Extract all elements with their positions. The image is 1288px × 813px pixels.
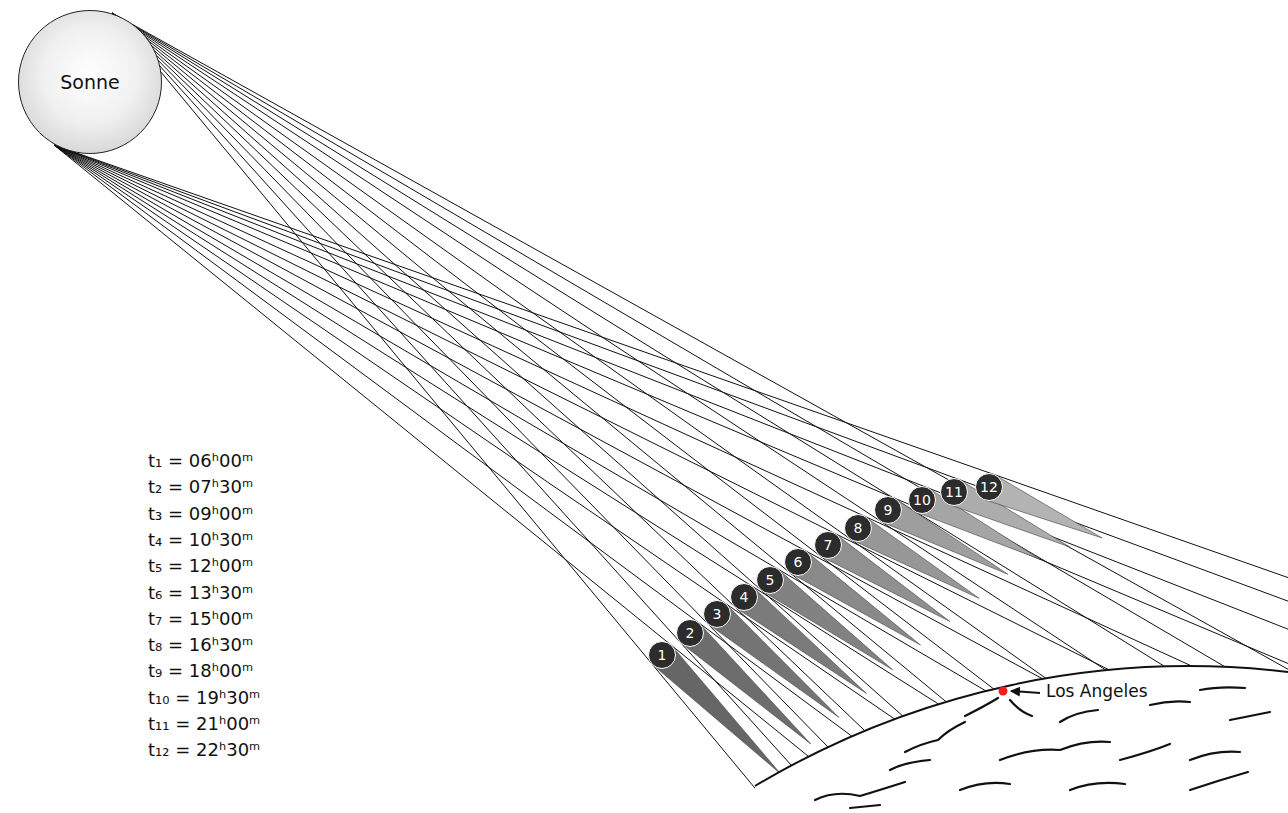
- moon-position: 2: [676, 619, 704, 647]
- callout-number: 12: [980, 480, 998, 494]
- sun-label: Sonne: [60, 71, 119, 93]
- light-ray: [112, 13, 1288, 681]
- moon-position: 5: [756, 566, 784, 594]
- time-label: t₇ = 15ʰ00ᵐ: [148, 608, 253, 629]
- callout-number: 9: [884, 503, 893, 517]
- time-label: t₁₁ = 21ʰ00ᵐ: [148, 713, 260, 734]
- moon-position: 7: [814, 531, 842, 559]
- moon-position: 4: [730, 583, 758, 611]
- sun-circle: Sonne: [18, 10, 162, 154]
- time-label: t₃ = 09ʰ00ᵐ: [148, 503, 253, 524]
- light-ray: [112, 13, 843, 762]
- time-label: t₄ = 10ʰ30ᵐ: [148, 529, 253, 550]
- callout-number: 2: [686, 626, 695, 640]
- light-ray: [54, 145, 1288, 669]
- light-ray: [54, 145, 912, 731]
- moon-position: 3: [703, 600, 731, 628]
- time-label: t₆ = 13ʰ30ᵐ: [148, 582, 253, 603]
- moon-position: 6: [784, 548, 812, 576]
- moon-position: 9: [874, 496, 902, 524]
- time-label: t₁ = 06ʰ00ᵐ: [148, 450, 253, 471]
- earth-surface: [755, 666, 1288, 813]
- moon-position: 11: [940, 478, 968, 506]
- time-label: t₅ = 12ʰ00ᵐ: [148, 555, 253, 576]
- time-label: t₁₀ = 19ʰ30ᵐ: [148, 687, 260, 708]
- light-ray: [112, 13, 880, 745]
- light-ray: [54, 145, 1288, 606]
- light-ray: [54, 145, 956, 715]
- callout-number: 6: [794, 555, 803, 569]
- light-ray: [112, 13, 918, 730]
- callout-number: 7: [824, 538, 833, 552]
- moon-position: 8: [844, 514, 872, 542]
- light-ray: [112, 13, 1010, 701]
- light-ray: [112, 13, 806, 782]
- time-label: t₉ = 18ʰ00ᵐ: [148, 660, 253, 681]
- time-label: t₁₂ = 22ʰ30ᵐ: [148, 739, 260, 760]
- callout-number: 5: [766, 573, 775, 587]
- callout-number: 11: [945, 485, 963, 499]
- city-label: Los Angeles: [1044, 681, 1150, 701]
- callout-number: 4: [740, 590, 749, 604]
- light-ray: [112, 13, 962, 715]
- callout-number: 8: [854, 521, 863, 535]
- light-rays: [54, 13, 1288, 804]
- light-ray: [54, 145, 825, 770]
- time-label: t₂ = 07ʰ30ᵐ: [148, 476, 253, 497]
- light-ray: [54, 145, 1288, 634]
- moon-position: 1: [648, 641, 676, 669]
- light-ray: [54, 145, 1127, 679]
- callout-number: 10: [913, 493, 931, 507]
- light-ray: [54, 145, 869, 749]
- light-ray: [112, 13, 1062, 690]
- callout-number: 1: [658, 648, 667, 662]
- time-label: t₈ = 16ʰ30ᵐ: [148, 634, 253, 655]
- light-ray: [54, 145, 1061, 689]
- light-ray: [112, 13, 1180, 676]
- light-ray: [112, 13, 1241, 676]
- light-ray: [54, 145, 1288, 582]
- light-ray: [112, 13, 1122, 681]
- light-ray: [54, 145, 1209, 674]
- moon-position: 12: [975, 473, 1003, 501]
- callout-number: 3: [713, 607, 722, 621]
- light-ray: [54, 145, 1004, 702]
- moon-position: 10: [908, 486, 936, 514]
